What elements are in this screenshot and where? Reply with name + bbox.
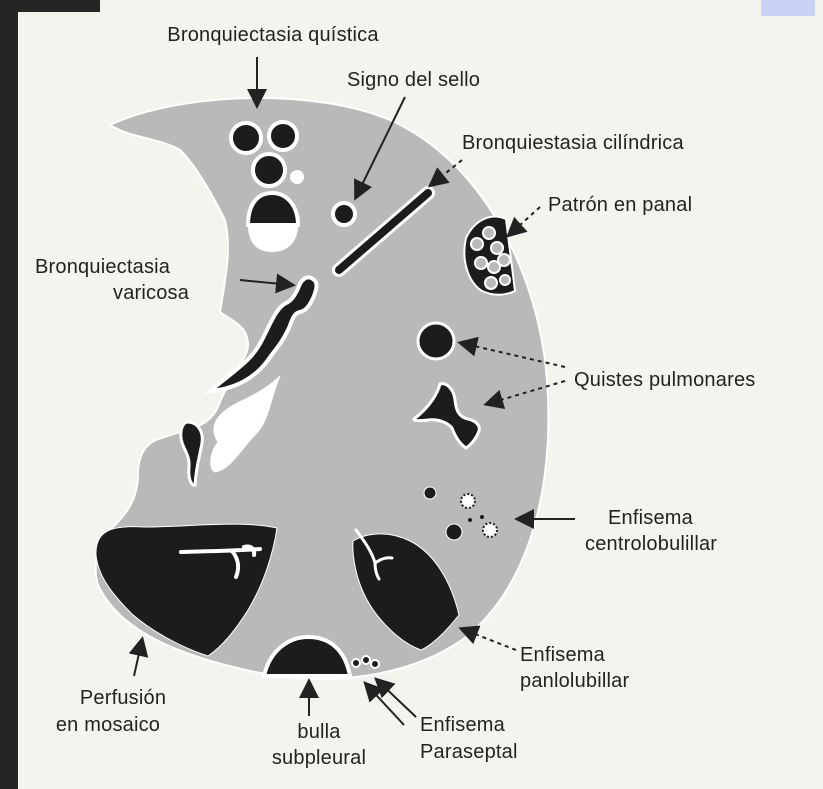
- label-varicose-line-2: varicosa: [113, 281, 189, 305]
- label-panlobular-line-2: panlolubillar: [520, 669, 629, 693]
- label-centrilobular-line-2: centrolobulillar: [585, 532, 717, 556]
- label-cystic-bronchiectasis: Bronquiectasia quística: [167, 23, 378, 47]
- label-bulla-line-2: subpleural: [272, 746, 366, 770]
- label-cylindrical-bronchiectasis: Bronquiestasia cilíndrica: [462, 131, 684, 155]
- arrow-panlobular: [462, 629, 516, 650]
- label-paraseptal-line-1: Enfisema: [420, 713, 505, 737]
- label-mosaic-line-2: en mosaico: [56, 713, 160, 737]
- label-paraseptal-line-2: Paraseptal: [420, 740, 518, 764]
- label-honeycomb: Patrón en panal: [548, 193, 692, 217]
- label-bulla-line-1: bulla: [297, 720, 340, 744]
- arrow-paraseptal-2: [366, 684, 404, 725]
- label-varicose-line-1: Bronquiectasia: [35, 255, 170, 279]
- arrow-mosaic: [134, 640, 142, 676]
- arrow-honeycomb: [509, 207, 540, 235]
- label-mosaic-line-1: Perfusión: [80, 686, 166, 710]
- label-centrilobular-line-1: Enfisema: [608, 506, 693, 530]
- label-panlobular-line-1: Enfisema: [520, 643, 605, 667]
- signet-ring-sign: [333, 203, 355, 225]
- arrow-paraseptal-1: [377, 680, 416, 717]
- label-pulmonary-cysts: Quistes pulmonares: [574, 368, 755, 392]
- label-signet-ring: Signo del sello: [347, 68, 480, 92]
